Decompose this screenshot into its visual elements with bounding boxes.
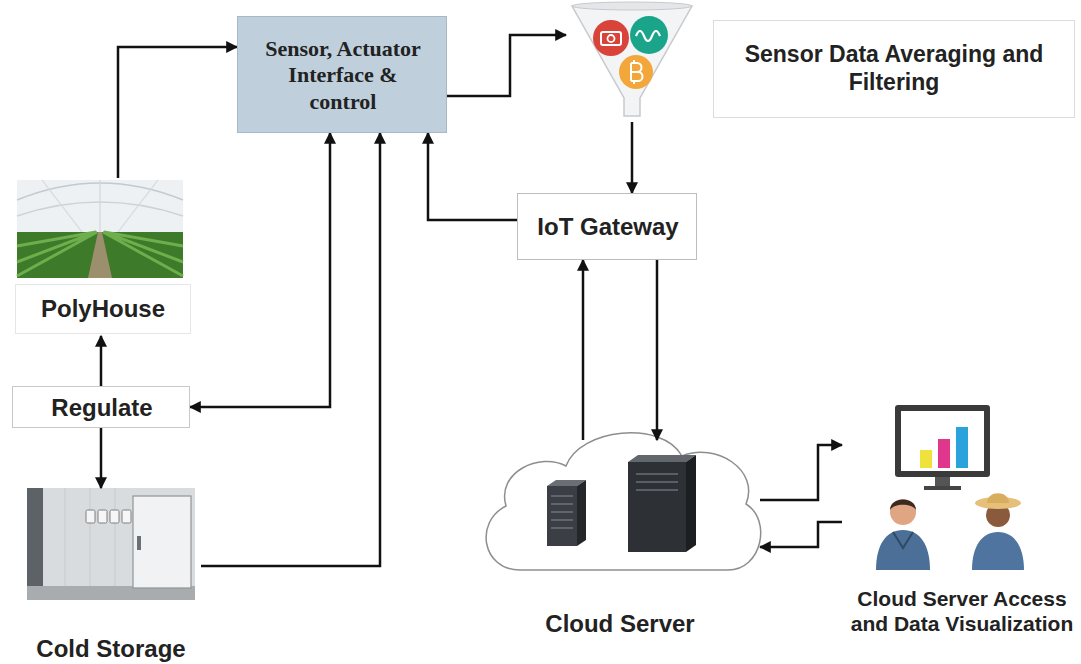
flow-arrow xyxy=(118,47,237,178)
door-frame xyxy=(27,488,43,600)
node-label-area: Cloud Server xyxy=(520,604,720,645)
flow-arrow xyxy=(100,336,103,386)
monitor-base xyxy=(924,486,961,490)
gauge xyxy=(110,510,119,523)
flow-arrow xyxy=(201,133,380,566)
flow-arrow xyxy=(656,260,659,440)
greenhouse-interior xyxy=(17,180,183,278)
node-label-area: Cold Storage xyxy=(25,629,197,664)
camera-icon xyxy=(601,32,621,45)
box-label: Sensor, Actuator Interface & control xyxy=(257,36,429,115)
chart-bar xyxy=(938,439,950,468)
monitor-stand xyxy=(935,477,950,487)
wave-icon xyxy=(636,31,660,41)
crop-field xyxy=(17,232,183,278)
server-side xyxy=(577,480,586,546)
node-label: PolyHouse xyxy=(41,295,165,324)
signal-badge xyxy=(630,16,668,54)
flow-arrow xyxy=(631,122,634,193)
node-label-area: Cloud Server Access and Data Visualizati… xyxy=(842,578,1081,644)
polyhouse-photo xyxy=(17,180,183,278)
chart-bar xyxy=(920,450,932,468)
coin-icon xyxy=(631,60,643,84)
filter-stage: Sensor Data Averaging and Filtering xyxy=(566,0,1076,122)
flow-arrow xyxy=(447,35,566,96)
box-label: Regulate xyxy=(51,394,152,423)
person-head xyxy=(890,499,916,525)
node-label-area: PolyHouse xyxy=(15,284,191,334)
box-label: IoT Gateway xyxy=(537,213,678,242)
tower-top xyxy=(628,455,696,462)
node-label: Cloud Server Access and Data Visualizati… xyxy=(848,586,1076,636)
tower-bays xyxy=(636,474,678,490)
funnel-body xyxy=(572,6,692,116)
node-label: Cloud Server xyxy=(545,610,694,639)
server-rack xyxy=(547,486,577,546)
filter-funnel xyxy=(572,2,692,116)
person-hair xyxy=(890,500,916,511)
farmer-hat-crown xyxy=(987,493,1009,503)
flow-arrow xyxy=(760,445,842,500)
coin-badge xyxy=(619,55,653,89)
box-label-area: Sensor, Actuator Interface & control xyxy=(238,17,448,134)
funnel-rim xyxy=(572,2,692,10)
gauge xyxy=(86,510,95,523)
gauge xyxy=(122,510,131,523)
process-box: Sensor, Actuator Interface & control xyxy=(237,16,447,133)
stage-label: Sensor Data Averaging and Filtering xyxy=(738,41,1050,96)
cloud-node: Cloud Server xyxy=(480,440,760,645)
user-figures xyxy=(876,493,1024,570)
stage-label-area: Sensor Data Averaging and Filtering xyxy=(713,20,1075,118)
user-node: Cloud Server Access and Data Visualizati… xyxy=(842,400,1081,650)
flow-arrow xyxy=(190,133,330,407)
polyhouse-node: PolyHouse xyxy=(15,178,191,336)
storage-door xyxy=(133,496,191,588)
dashboard-monitor xyxy=(895,405,990,490)
greenhouse-frame xyxy=(42,180,158,232)
camera-badge xyxy=(593,20,629,56)
server-tower xyxy=(628,462,686,552)
box-label-area: IoT Gateway xyxy=(518,194,698,261)
farmer-body xyxy=(972,532,1024,570)
greenhouse-aisle xyxy=(88,232,112,278)
node-label: Cold Storage xyxy=(36,635,185,664)
regulate-box: Regulate xyxy=(12,386,190,428)
monitor-screen xyxy=(901,411,984,471)
wall-panels xyxy=(65,488,115,586)
flow-arrow xyxy=(100,428,103,488)
person-body xyxy=(876,530,930,570)
chart-bar xyxy=(956,427,968,468)
shirt-collar xyxy=(893,532,913,548)
flow-arrow xyxy=(760,522,842,547)
server-slots xyxy=(551,496,573,528)
cloud-shape xyxy=(486,433,761,570)
cold-storage-photo xyxy=(27,488,195,600)
flow-arrow xyxy=(582,260,585,440)
storage-node: Cold Storage xyxy=(25,488,201,664)
camera-lens xyxy=(608,35,615,42)
gateway-box: IoT Gateway xyxy=(517,193,697,260)
cloud-illustration xyxy=(486,433,761,570)
flow-arrow xyxy=(428,133,517,220)
box-label-area: Regulate xyxy=(13,387,191,429)
monitor-frame xyxy=(895,405,990,477)
storage-wall xyxy=(27,488,195,600)
door-handle xyxy=(137,536,141,550)
gauge xyxy=(98,510,107,523)
tower-side xyxy=(686,455,696,552)
